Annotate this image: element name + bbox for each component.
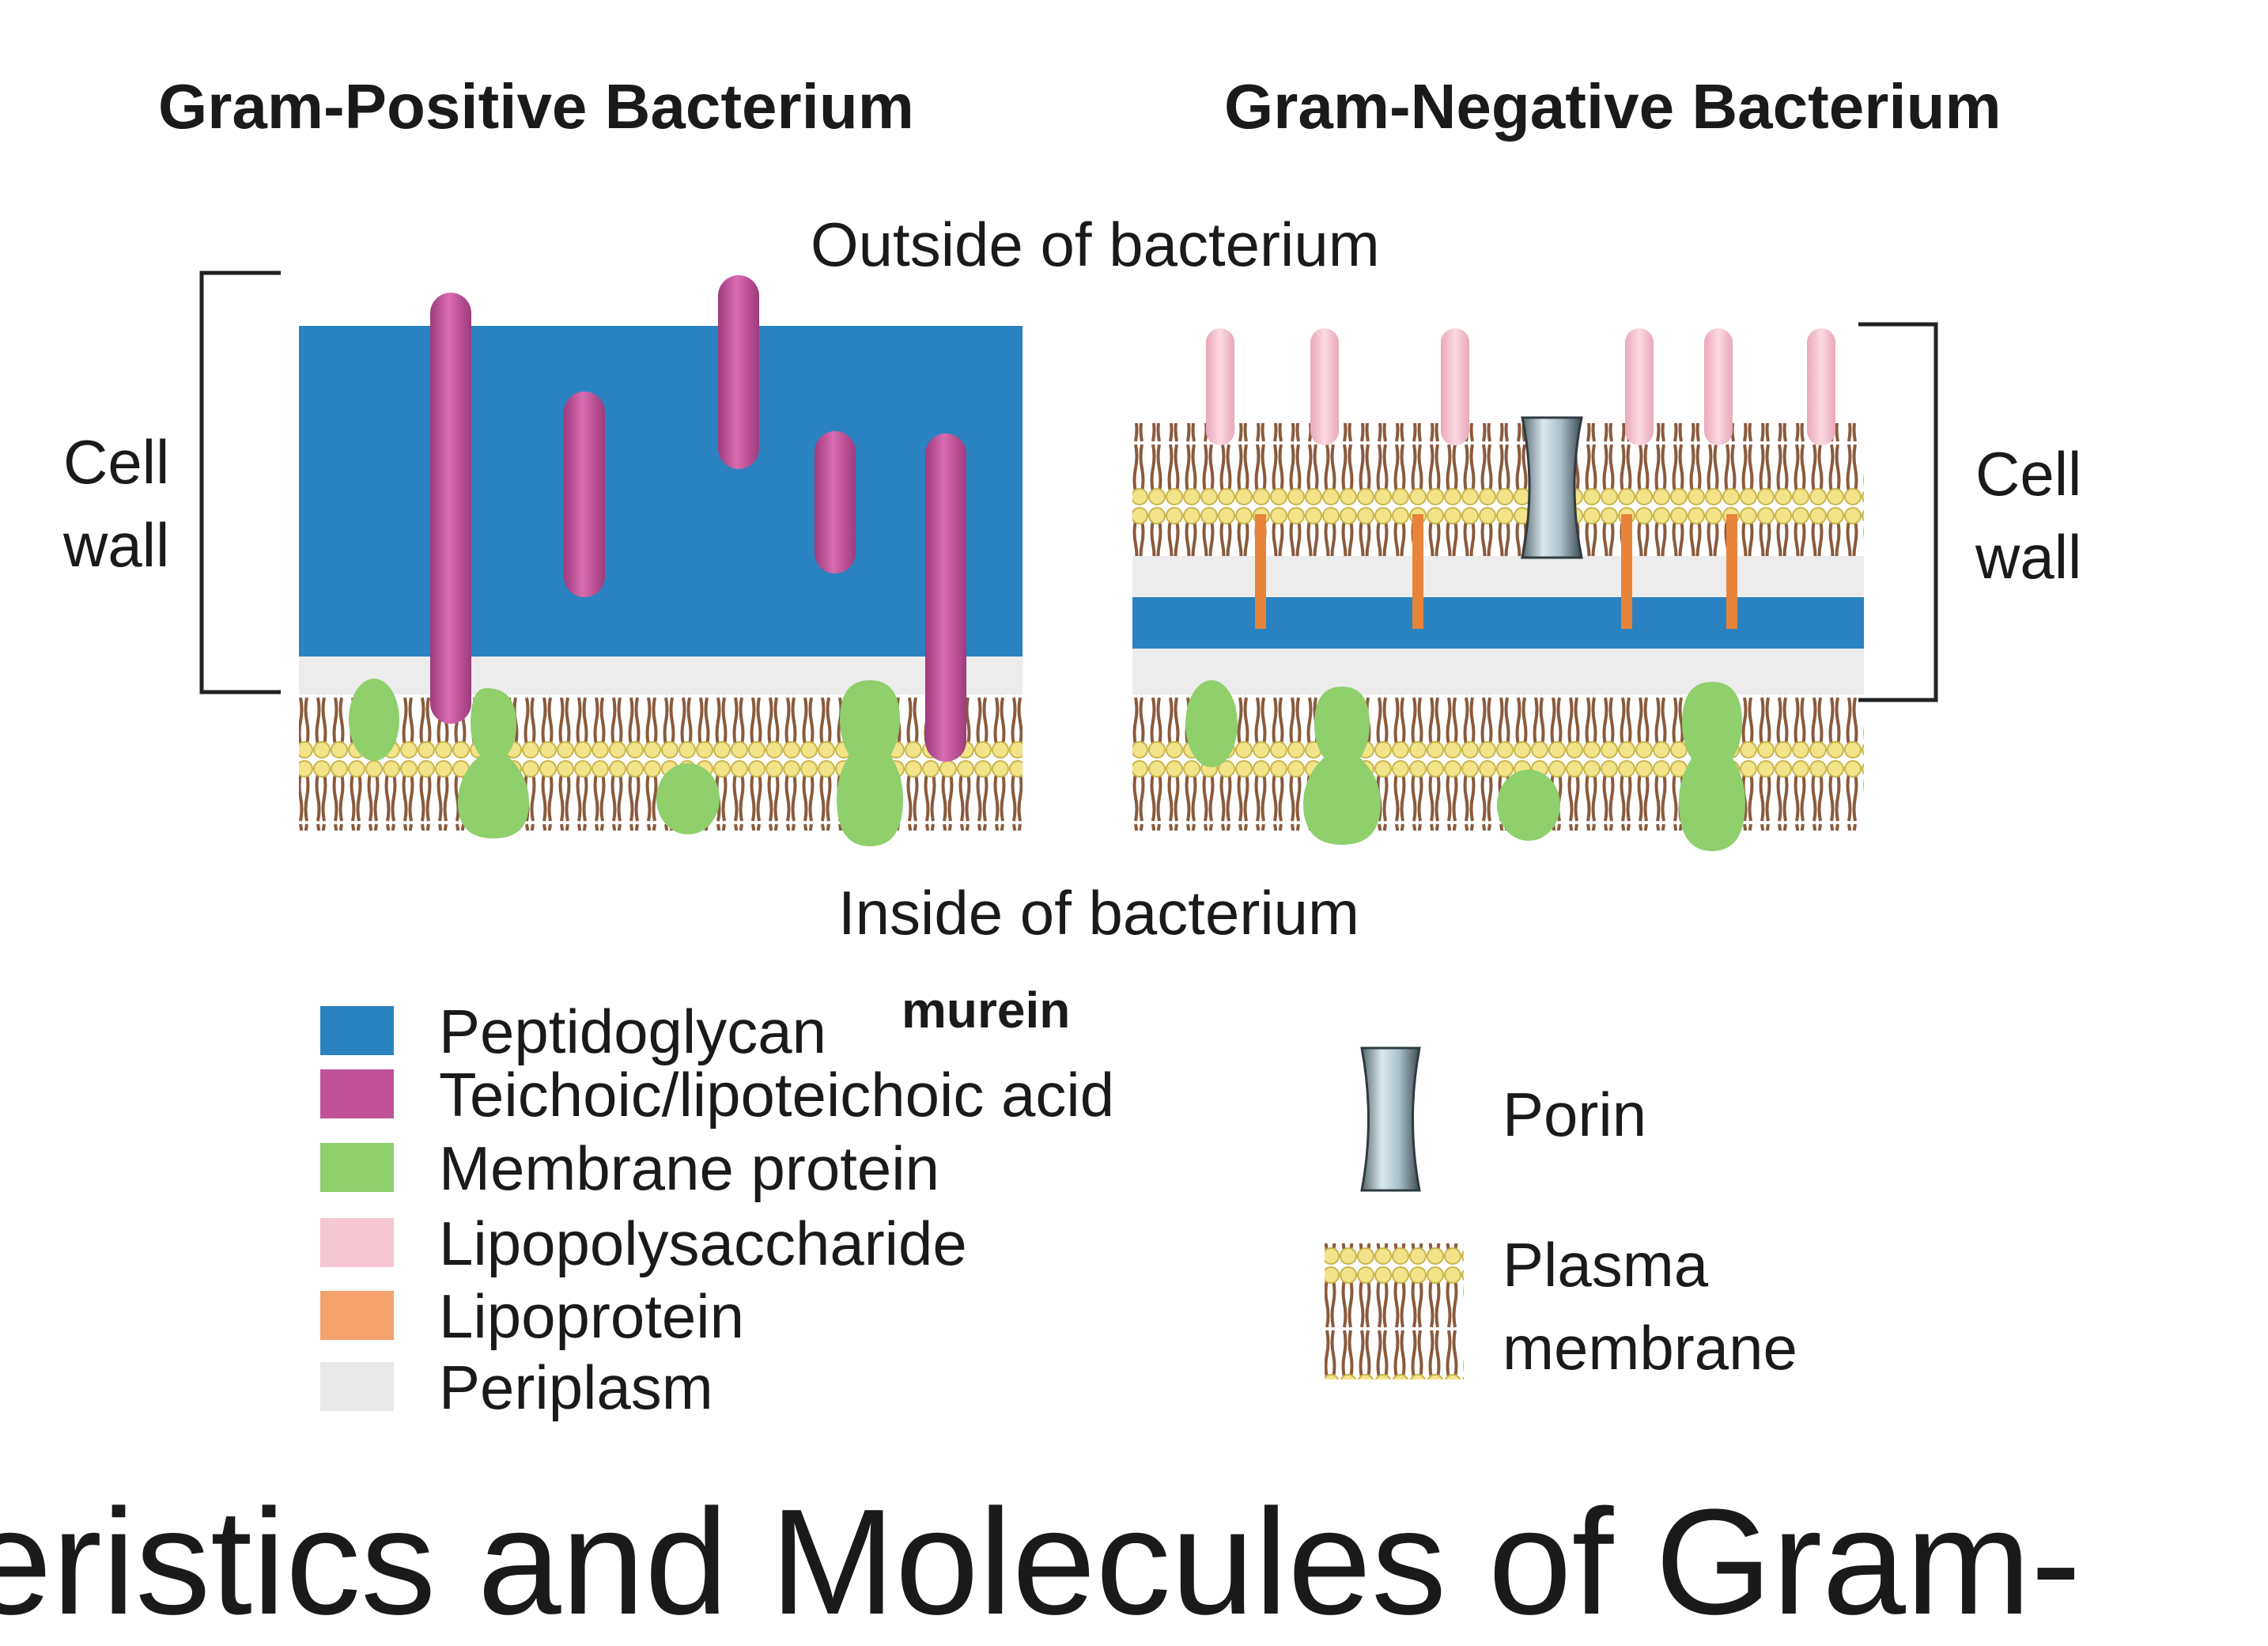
gram-negative-wall (1132, 328, 1864, 851)
gn-lipopolysaccharide (1807, 328, 1835, 445)
legend-swatch-lps (320, 1218, 394, 1267)
gn-membrane-protein (1497, 770, 1560, 841)
legend-label-lps: Lipopolysaccharide (439, 1209, 967, 1278)
legend-label-peptidoglycan: Peptidoglycan (439, 997, 827, 1066)
outside-label: Outside of bacterium (811, 210, 1380, 279)
legend-swatch-teichoic (320, 1069, 394, 1118)
legend-label-plasma-membrane-line1: Plasma (1503, 1230, 1709, 1300)
gn-lipopolysaccharide (1206, 328, 1234, 445)
cell-wall-bracket-left (199, 271, 281, 694)
gram-positive-wall (299, 275, 1022, 846)
gp-membrane-protein (458, 688, 529, 838)
gn-lipopolysaccharide (1310, 328, 1339, 445)
gp-peptidoglycan-layer (299, 326, 1022, 657)
gp-teichoic-acid (718, 275, 759, 469)
cell-wall-label-left-line2: wall (63, 510, 170, 580)
gn-outer-membrane (1132, 423, 1864, 556)
gn-lipopolysaccharide (1441, 328, 1469, 445)
gn-lipoprotein (1412, 514, 1423, 629)
inside-label: Inside of bacterium (838, 878, 1360, 948)
gp-teichoic-acid (925, 433, 966, 762)
porin-legend-icon (1360, 1046, 1421, 1192)
gn-periplasm (1132, 649, 1864, 694)
gp-teichoic-acid (815, 431, 856, 573)
gn-membrane-protein (1679, 682, 1745, 851)
gp-teichoic-acid (564, 392, 605, 597)
gn-porin (1521, 416, 1583, 559)
cell-wall-label-right-line1: Cell (1975, 439, 2082, 509)
gram-positive-title: Gram-Positive Bacterium (158, 71, 914, 142)
gn-periplasm (1132, 556, 1864, 597)
legend-swatch-peptidoglycan (320, 1006, 394, 1055)
cell-wall-label-right-line2: wall (1975, 522, 2082, 592)
gp-membrane-protein (837, 680, 903, 846)
legend-label-membrane-protein: Membrane protein (439, 1133, 939, 1203)
legend-label-plasma-membrane-line2: membrane (1503, 1313, 1797, 1383)
legend-label-periplasm: Periplasm (439, 1353, 713, 1422)
gn-membrane-protein (1303, 687, 1381, 845)
cell-wall-bracket-right (1858, 322, 1938, 702)
gn-lipopolysaccharide (1704, 328, 1733, 445)
legend-swatch-membrane-protein (320, 1143, 394, 1192)
gn-membrane-protein (1185, 680, 1238, 767)
gp-teichoic-acid (430, 293, 471, 724)
caption-fragment: eristics and Molecules of Gram- (0, 1478, 2081, 1646)
gn-lipopolysaccharide (1625, 328, 1654, 445)
gn-lipoprotein (1621, 514, 1632, 629)
legend-label-teichoic: Teichoic/lipoteichoic acid (439, 1060, 1115, 1129)
legend-swatch-lipoprotein (320, 1291, 394, 1340)
gn-lipoprotein (1726, 514, 1737, 629)
legend-label-porin: Porin (1503, 1080, 1647, 1149)
murein-annotation: murein (902, 982, 1071, 1039)
gram-negative-title: Gram-Negative Bacterium (1224, 71, 2002, 142)
gp-membrane-protein (349, 679, 399, 761)
legend-swatch-periplasm (320, 1362, 394, 1411)
plasma-membrane-legend-icon (1325, 1243, 1464, 1379)
legend-label-lipoprotein: Lipoprotein (439, 1281, 744, 1351)
gp-membrane-protein (656, 763, 720, 834)
gn-lipoprotein (1255, 514, 1266, 629)
gn-peptidoglycan-layer (1132, 597, 1864, 649)
cell-wall-label-left-line1: Cell (63, 427, 170, 497)
gram-cell-wall-diagram (199, 271, 1938, 1379)
gp-periplasm (299, 657, 1022, 694)
